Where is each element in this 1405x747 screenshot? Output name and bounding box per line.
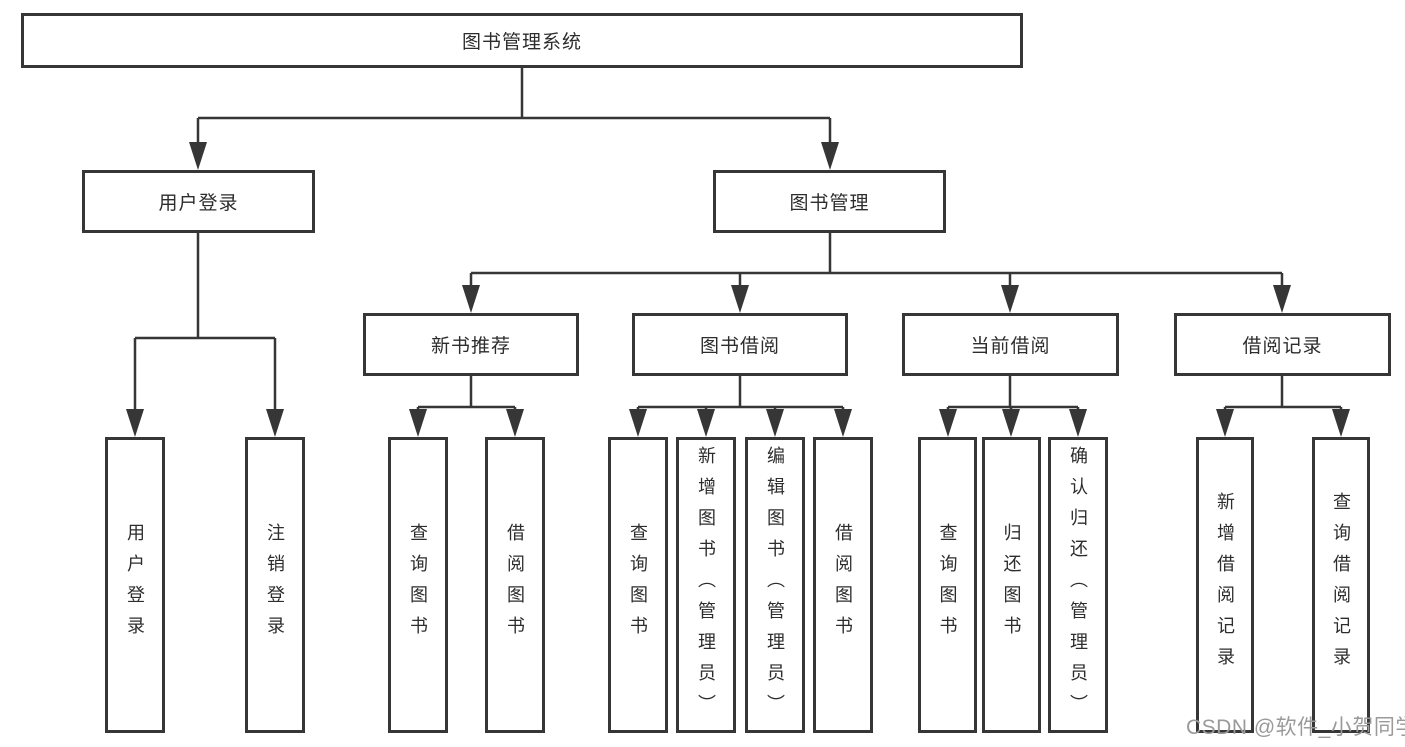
connector-book-management-to-level3 xyxy=(469,233,1284,287)
leaf-label: 注销登录 xyxy=(265,523,285,647)
leaf-logout-login: 注销登录 xyxy=(245,437,305,733)
leaf-label: 借阅图书 xyxy=(505,523,525,647)
leaf-return-books: 归还图书 xyxy=(982,437,1041,733)
leaf-label: 用户登录 xyxy=(125,523,145,647)
node-book-management: 图书管理 xyxy=(713,170,946,233)
leaf-label: 新增借阅记录 xyxy=(1215,492,1235,678)
leaf-confirm-return-admin: 确认归还（管理员） xyxy=(1048,437,1108,733)
leaf-add-borrow-record: 新增借阅记录 xyxy=(1196,437,1254,733)
leaf-label: 查询图书 xyxy=(937,523,958,647)
node-borrowing-records: 借阅记录 xyxy=(1174,313,1391,376)
leaf-label: 归还图书 xyxy=(1001,523,1022,647)
connector-root-to-level2 xyxy=(196,68,832,144)
node-library-management-system: 图书管理系统 xyxy=(21,13,1023,68)
node-new-book-recommendation: 新书推荐 xyxy=(363,313,579,376)
node-user-login: 用户登录 xyxy=(82,170,315,233)
leaf-label: 查询图书 xyxy=(628,523,648,647)
connector-new-book-rec-to-leaves xyxy=(416,376,517,411)
connector-current-borrowing-to-leaves xyxy=(946,376,1080,411)
connector-user-login-to-leaves xyxy=(133,233,277,411)
leaf-query-books-new-rec: 查询图书 xyxy=(388,437,448,733)
leaf-label: 借阅图书 xyxy=(833,523,853,647)
connector-book-borrowing-to-leaves xyxy=(636,376,845,411)
connector-borrowing-records-to-leaves xyxy=(1223,376,1343,411)
leaf-query-books-borrowing: 查询图书 xyxy=(608,437,668,733)
leaf-query-borrow-record: 查询借阅记录 xyxy=(1312,437,1370,733)
leaf-user-login: 用户登录 xyxy=(105,437,165,733)
leaf-borrow-books-new-rec: 借阅图书 xyxy=(485,437,545,733)
leaf-edit-books-admin: 编辑图书（管理员） xyxy=(745,437,805,733)
node-book-borrowing: 图书借阅 xyxy=(632,313,848,376)
leaf-label: 编辑图书（管理员） xyxy=(765,445,785,725)
arrowhead-icons xyxy=(126,142,1350,437)
leaf-label: 确认归还（管理员） xyxy=(1068,445,1088,725)
csdn-watermark: CSDN @软件_小贺同学 xyxy=(1186,716,1405,739)
node-current-borrowing: 当前借阅 xyxy=(902,313,1119,376)
leaf-query-books-current: 查询图书 xyxy=(918,437,977,733)
leaf-label: 查询借阅记录 xyxy=(1331,492,1351,678)
leaf-add-books-admin: 新增图书（管理员） xyxy=(676,437,736,733)
leaf-label: 新增图书（管理员） xyxy=(696,445,716,725)
leaf-label: 查询图书 xyxy=(408,523,428,647)
leaf-borrow-books-borrowing: 借阅图书 xyxy=(813,437,873,733)
